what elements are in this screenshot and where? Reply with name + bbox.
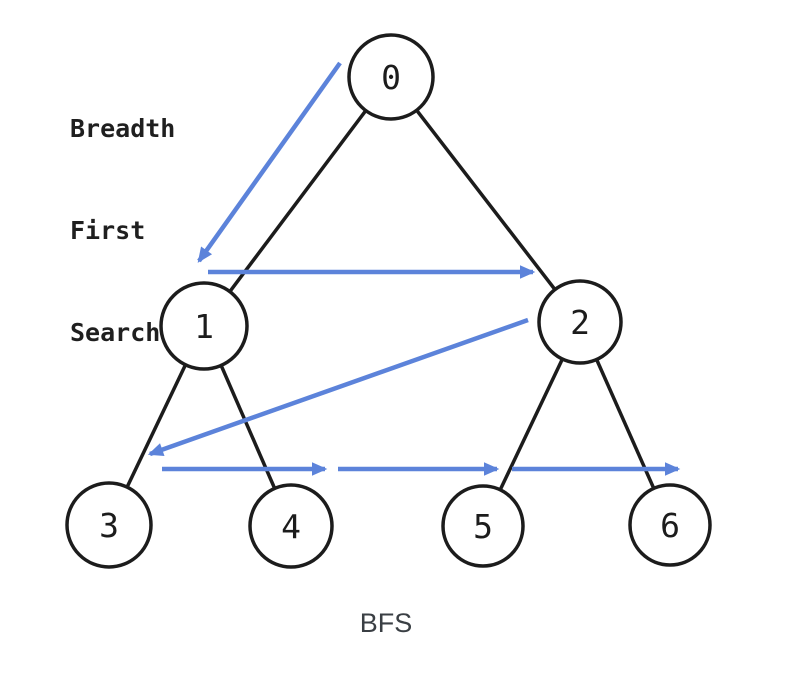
title-line-2: First xyxy=(70,216,146,245)
tree-node-label-5: 5 xyxy=(473,507,493,546)
tree-node-5 xyxy=(441,484,525,568)
diagram-title: Breadth First Search xyxy=(70,44,175,418)
tree-node-2 xyxy=(537,279,623,365)
tree-node-3 xyxy=(65,481,153,569)
tree-edge-0-1 xyxy=(202,75,393,328)
diagram-caption: BFS xyxy=(359,608,413,638)
bfs-arrow-0-to-1 xyxy=(197,61,342,263)
bfs-arrow-2-to-3 xyxy=(147,317,529,457)
tree-node-label-6: 6 xyxy=(660,506,680,545)
tree-edge-0-2 xyxy=(389,75,582,324)
tree-node-0 xyxy=(347,33,435,121)
tree-node-label-3: 3 xyxy=(99,506,119,545)
tree-node-6 xyxy=(628,483,712,567)
tree-node-label-2: 2 xyxy=(570,303,590,342)
tree-node-4 xyxy=(248,483,334,569)
tree-node-1 xyxy=(159,281,249,371)
title-line-1: Breadth xyxy=(70,114,176,143)
tree-node-label-0: 0 xyxy=(381,58,401,97)
tree-node-label-4: 4 xyxy=(281,507,301,546)
title-line-3: Search xyxy=(70,318,161,347)
tree-node-label-1: 1 xyxy=(194,307,214,346)
